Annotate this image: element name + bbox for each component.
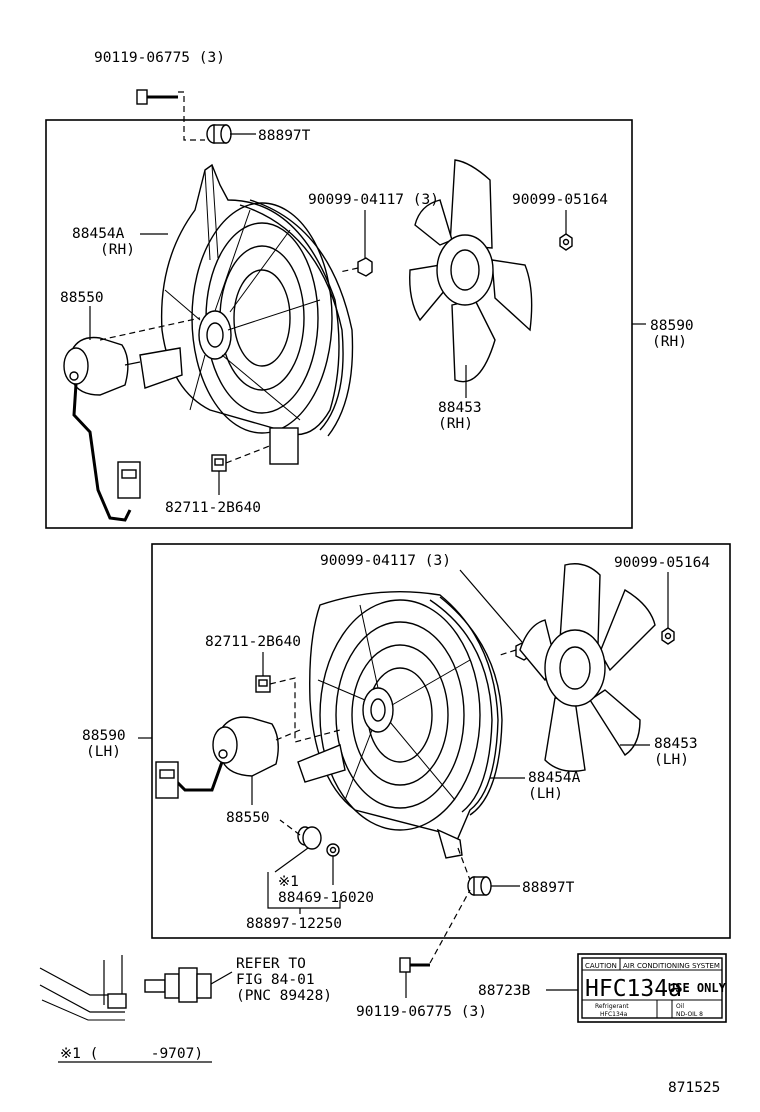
label-bolt-bottom: 90119-06775 (3) [356, 1004, 487, 1020]
bolt-top-leader [178, 91, 205, 141]
label-refer-1: REFER TO [236, 956, 306, 972]
cushion-set-bracket [267, 872, 341, 909]
label-fan-lh: 88453 [654, 736, 698, 752]
fan-shroud-lh-icon [297, 590, 503, 859]
label-rh-1: (RH) [100, 242, 135, 258]
connector-rh-dash [225, 444, 273, 464]
label-lh-2: (LH) [654, 752, 689, 768]
label-note-mark: ※1 [278, 874, 299, 890]
label-rh-2: (RH) [652, 334, 687, 350]
fan-shroud-rh-icon [139, 163, 354, 465]
label-conn-rh: 82711-2B640 [165, 500, 261, 516]
label-nut-lh: 90099-05164 [614, 555, 710, 571]
label-motor-rh: 88550 [60, 290, 104, 306]
label-assy-lh: 88590 [82, 728, 126, 744]
lh-assembly-frame [151, 543, 731, 939]
label-refer-2: FIG 84-01 [236, 972, 315, 988]
motor-lh-icon [155, 716, 301, 805]
cushion-top-icon [206, 124, 232, 144]
caution-small-3: Oil [676, 1003, 684, 1010]
bolt-bottom-dash [429, 889, 471, 964]
label-screw-lh: 90099-04117 (3) [320, 553, 451, 569]
label-shroud-rh: 88454A [72, 226, 125, 242]
label-rh-3: (RH) [438, 416, 473, 432]
fan-blade-rh-icon [409, 159, 533, 398]
cushion-lh-set-icon [274, 819, 340, 885]
connector-lh-icon [255, 675, 271, 693]
label-cushion-part: 88469-16020 [278, 890, 374, 906]
fan-blade-lh-icon [519, 563, 656, 772]
nut-rh-icon [559, 210, 573, 251]
caution-small-2: HFC134a [600, 1011, 628, 1018]
label-assy-rh: 88590 [650, 318, 694, 334]
connector-rh-icon [211, 454, 227, 472]
caution-big-text: HFC134a [585, 976, 682, 1002]
label-screw-rh: 90099-04117 (3) [308, 192, 439, 208]
label-lh-1: (LH) [86, 744, 121, 760]
label-cushion-set: 88897-12250 [246, 916, 342, 932]
cushion-lh-icon [467, 876, 492, 896]
lh-mount-dash [457, 847, 471, 881]
sensor-reference-icon [39, 955, 233, 1021]
motor-rh-icon [63, 336, 141, 522]
caution-small-4: ND-OIL 8 [676, 1011, 703, 1018]
label-conn-lh: 82711-2B640 [205, 634, 301, 650]
label-figure-number: 871525 [668, 1080, 720, 1096]
label-shroud-lh: 88454A [528, 770, 581, 786]
label-nut-rh: 90099-05164 [512, 192, 608, 208]
label-lh-3: (LH) [528, 786, 563, 802]
caution-head-2: AIR CONDITIONING SYSTEM [623, 962, 720, 970]
caution-head-1: CAUTION [585, 962, 617, 970]
nut-lh-icon [661, 572, 675, 645]
caution-use-only: USE ONLY [668, 981, 727, 995]
bolt-bottom-icon [399, 957, 430, 998]
label-bolt-top: 90119-06775 (3) [94, 50, 225, 66]
caution-small-1: Refrigerant [595, 1003, 629, 1010]
caution-plate: CAUTION AIR CONDITIONING SYSTEM HFC134a … [577, 953, 727, 1023]
label-footnote: ※1 ( -9707) [60, 1046, 203, 1062]
label-cushion-lh: 88897T [522, 880, 575, 896]
label-motor-lh: 88550 [226, 810, 270, 826]
motor-rh-dash [99, 317, 201, 341]
label-fan-rh: 88453 [438, 400, 482, 416]
bolt-top-icon [136, 89, 178, 105]
screw-rh-icon [339, 210, 373, 277]
label-refer-3: (PNC 89428) [236, 988, 332, 1004]
label-caution: 88723B [478, 983, 531, 999]
label-cushion-top: 88897T [258, 128, 311, 144]
connector-lh-dash [269, 677, 341, 743]
